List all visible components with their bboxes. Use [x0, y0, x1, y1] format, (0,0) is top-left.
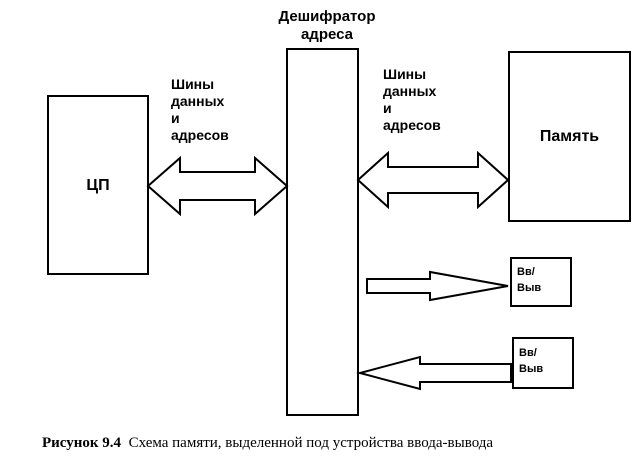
bus-right-line4: адресов — [383, 117, 441, 133]
cpu-label: ЦП — [86, 177, 110, 194]
memory-label: Память — [539, 128, 600, 145]
decoder-title: Дешифратор адреса — [268, 8, 386, 44]
memory-block — [508, 51, 631, 222]
bus-left-line1: Шины — [171, 76, 215, 92]
io1-line1: Вв/ — [517, 266, 535, 278]
bus-left-label: Шины данных и адресов — [171, 76, 229, 144]
decoder-title-line2: адреса — [300, 26, 354, 43]
bus-right-line1: Шины — [383, 66, 427, 82]
io-label-1: Вв/ Выв — [511, 264, 557, 296]
figure-caption: Рисунок 9.4 Схема памяти, выделенной под… — [42, 435, 493, 452]
figure-number: Рисунок 9.4 — [42, 435, 122, 451]
io-arrow-2 — [356, 355, 512, 391]
bus-right-line2: данных — [383, 83, 437, 99]
io2-line2: Выв — [519, 363, 544, 375]
bus-right-label: Шины данных и адресов — [383, 66, 441, 134]
bus-left-line4: адресов — [171, 127, 229, 143]
io1-line2: Выв — [517, 282, 542, 294]
io-label-2: Вв/ Выв — [513, 345, 559, 377]
io-block-2 — [512, 337, 574, 389]
bus-left-line2: данных — [171, 93, 225, 109]
io-block-1 — [510, 257, 572, 307]
io-arrow-1 — [366, 270, 509, 302]
bus-arrow-left — [146, 155, 289, 217]
bus-left-line3: и — [171, 110, 180, 126]
bus-arrow-right — [356, 150, 510, 210]
cpu-block — [47, 95, 149, 275]
figure-caption-text: Схема памяти, выделенной под устройства … — [128, 435, 494, 451]
bus-right-line3: и — [383, 100, 392, 116]
io2-line1: Вв/ — [519, 347, 537, 359]
decoder-block — [286, 48, 359, 416]
decoder-title-line1: Дешифратор — [278, 8, 376, 25]
